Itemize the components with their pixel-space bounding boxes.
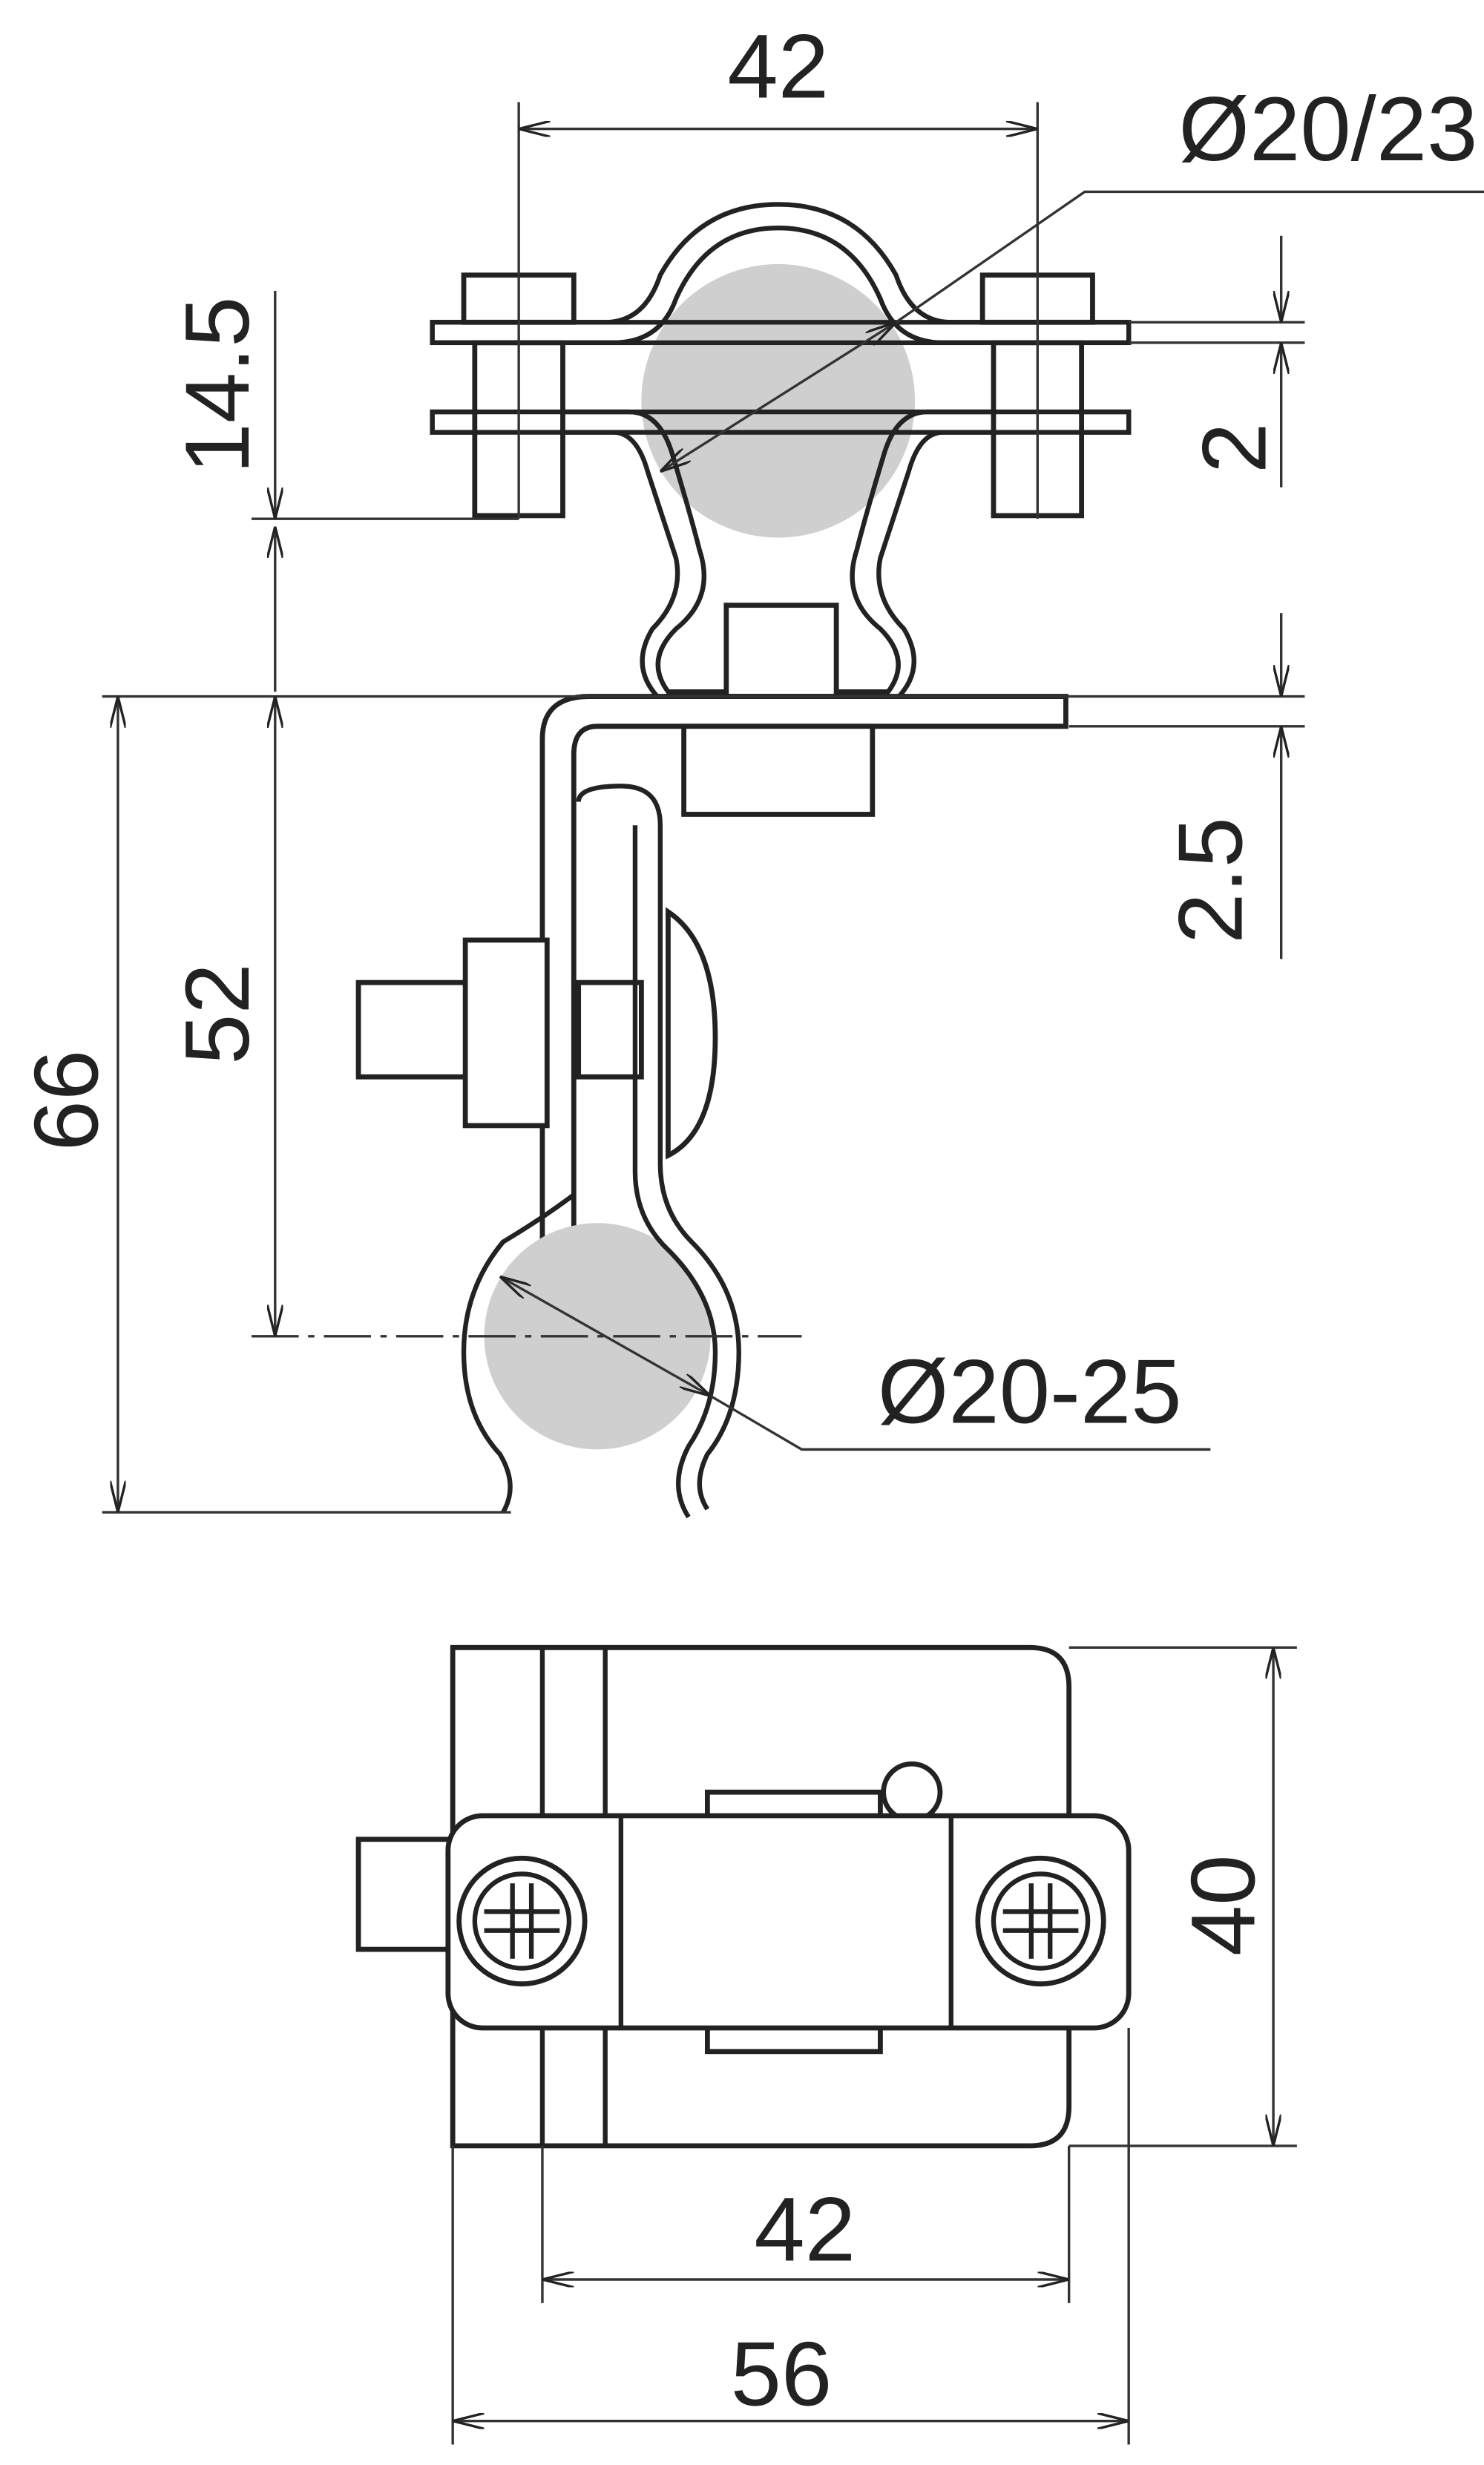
dim-bracket-to-lower-pipe: 52 (167, 963, 269, 1065)
dim-strap-thickness: 2 (1184, 423, 1286, 473)
side-view: 42 Ø20/23 14.5 2 2.5 52 66 Ø20-25 (16, 16, 1484, 1519)
side-bolt-end (355, 1837, 456, 1952)
bracket (355, 694, 1068, 1261)
side-nut (462, 937, 550, 1129)
dim-bracket-thickness: 2.5 (1160, 817, 1262, 944)
side-bolt (355, 979, 471, 1080)
nut (681, 723, 876, 817)
dim-overall-width: 56 (731, 2323, 833, 2425)
right-screw-icon (975, 1855, 1106, 1987)
dim-lower-pipe-diameter: Ø20-25 (878, 1341, 1182, 1442)
dim-width-42: 42 (727, 16, 829, 117)
lower-clip (576, 784, 741, 1511)
dim-upper-pipe-diameter: Ø20/23 (1178, 79, 1477, 180)
dim-overall-height: 66 (16, 1050, 117, 1152)
center-bolt (723, 603, 839, 699)
dim-depth: 40 (1173, 1854, 1275, 1956)
dim-bolt-spacing: 42 (754, 2179, 856, 2281)
clamp-strap (445, 1813, 1132, 2031)
left-screw-icon (456, 1855, 588, 1987)
dim-clamp-height: 14.5 (167, 296, 269, 473)
washer (666, 907, 718, 1160)
bottom-view: 40 42 56 (355, 1644, 1297, 2445)
